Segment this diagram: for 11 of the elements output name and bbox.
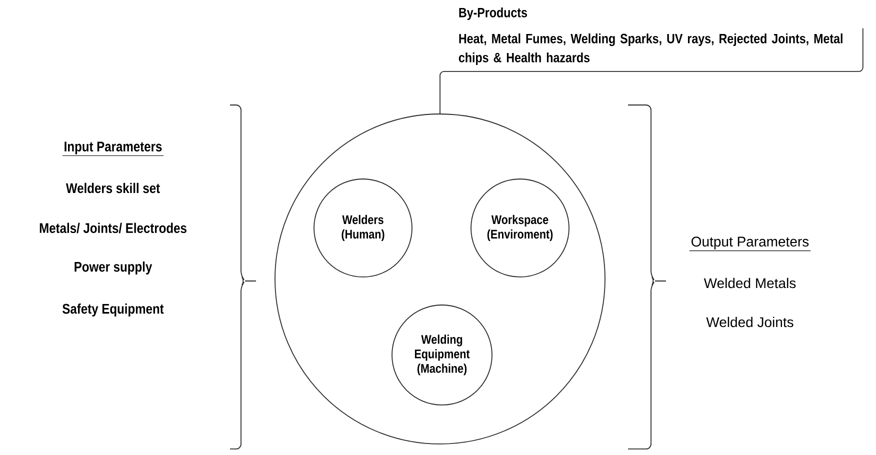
connector-line [440, 28, 864, 114]
section-heading: Input Parameters [62, 142, 164, 156]
parameter-label: Welded Joints [706, 316, 794, 328]
parameter-label: Metals/ Joints/ Electrodes [40, 222, 186, 234]
parameter-label: Safety Equipment [62, 303, 164, 316]
parameter-label: Welders skill set [66, 182, 160, 194]
system-circle [274, 114, 606, 444]
parameter-label: Welded Metals [704, 278, 796, 288]
by-products-text: By-Products Heat, Metal Fumes, Welding Sparks, UV rays, Rejected Joints, Metal chips & Health hazards [458, 7, 842, 66]
parameter-label: Power supply [74, 261, 152, 274]
section-heading: Output Parameters [689, 236, 811, 252]
